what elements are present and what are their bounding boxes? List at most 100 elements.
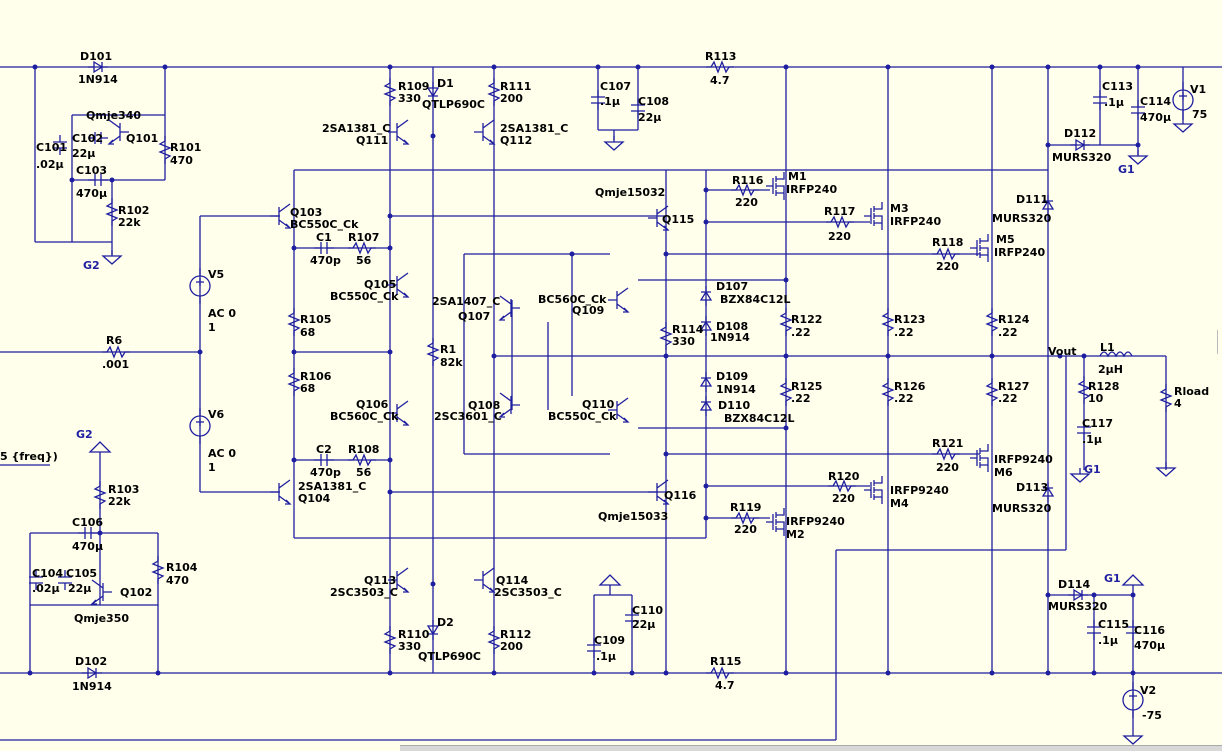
label-r101-value: 470 xyxy=(170,154,193,167)
label-c107: C107 xyxy=(600,80,631,93)
label-m3: M3 xyxy=(890,202,909,215)
label-r117-value: 220 xyxy=(828,230,851,243)
label-r101: R101 xyxy=(170,141,201,154)
label-d112: D112 xyxy=(1064,127,1096,140)
label-r102-value: 22k xyxy=(118,216,141,229)
label-c104: C104 xyxy=(32,567,63,580)
label-r128-value: 10 xyxy=(1088,392,1104,405)
label-c115-value: .1µ xyxy=(1098,634,1118,647)
label-q101-model: Qmje340 xyxy=(86,109,141,122)
label-r112: R112 xyxy=(500,628,531,641)
label-c108: C108 xyxy=(638,95,669,108)
label-q105: Q105 xyxy=(364,278,396,291)
label-d101: D101 xyxy=(80,50,112,63)
label-d109-value: 1N914 xyxy=(716,383,756,396)
label-m2: M2 xyxy=(786,528,805,541)
label-q104: Q104 xyxy=(298,492,331,505)
label-freq: 5 {freq}) xyxy=(0,450,58,463)
label-r114: R114 xyxy=(672,323,704,336)
label-c104-value: .02µ xyxy=(32,582,60,595)
label-c105-value: 22µ xyxy=(68,582,91,595)
label-c1: C1 xyxy=(316,231,332,244)
label-d1-value: QTLP690C xyxy=(422,98,485,111)
label-v2: V2 xyxy=(1140,684,1156,697)
label-r116-value: 220 xyxy=(735,196,758,209)
label-c108-value: 22µ xyxy=(638,111,661,124)
label-r110: R110 xyxy=(398,628,430,641)
label-v5-value: AC 0 xyxy=(208,307,236,320)
label-d101-value: 1N914 xyxy=(78,73,118,86)
label-q108: Q108 xyxy=(468,399,500,412)
label-r112-value: 200 xyxy=(500,640,523,653)
label-r6-value: .001 xyxy=(102,358,129,371)
label-d108: D108 xyxy=(716,320,748,333)
label-q105-model: BC550C_Ck xyxy=(330,290,399,303)
label-c107-value: .1µ xyxy=(600,95,620,108)
label-c114-value: 470µ xyxy=(1140,111,1171,124)
label-rload-value: 4 xyxy=(1174,397,1182,410)
label-v6-ac: 1 xyxy=(208,461,216,474)
label-q101: Q101 xyxy=(126,132,158,145)
label-c101: C101 xyxy=(36,141,67,154)
label-r1-value: 82k xyxy=(440,356,463,369)
label-m6: M6 xyxy=(994,466,1013,479)
label-d114-value: MURS320 xyxy=(1048,600,1108,613)
label-m1: M1 xyxy=(788,170,807,183)
label-r127-value: .22 xyxy=(998,392,1018,405)
label-d113-value: MURS320 xyxy=(992,502,1052,515)
label-r108: R108 xyxy=(348,443,379,456)
label-q113: Q113 xyxy=(364,574,396,587)
label-c103-value: 470µ xyxy=(76,187,107,200)
label-c2-value: 470p xyxy=(310,466,341,479)
label-q112-model: 2SA1381_C xyxy=(500,122,568,135)
window-resize-edge[interactable] xyxy=(1217,330,1222,354)
label-v5-ac: 1 xyxy=(208,321,216,334)
label-c116: C116 xyxy=(1134,624,1165,637)
label-r111: R111 xyxy=(500,80,531,93)
label-r102: R102 xyxy=(118,204,149,217)
label-q115: Q115 xyxy=(662,213,694,226)
label-m6-model: IRFP9240 xyxy=(994,453,1053,466)
label-r118: R118 xyxy=(932,236,963,249)
label-r1: R1 xyxy=(440,343,456,356)
label-d107-value: BZX84C12L xyxy=(720,293,791,306)
label-q108-model: 2SC3601_C xyxy=(434,410,502,423)
label-r108-value: 56 xyxy=(356,466,372,479)
label-r110-value: 330 xyxy=(398,640,421,653)
label-d102-value: 1N914 xyxy=(72,680,112,693)
label-r123-value: .22 xyxy=(894,326,914,339)
label-v1: V1 xyxy=(1190,83,1206,96)
label-v6-value: AC 0 xyxy=(208,447,236,460)
label-d112-value: MURS320 xyxy=(1052,151,1112,164)
label-m5: M5 xyxy=(996,233,1015,246)
label-r6: R6 xyxy=(106,334,122,347)
label-d108-value: 1N914 xyxy=(710,331,750,344)
label-r104-value: 470 xyxy=(166,574,189,587)
label-q103-model: BC550C_Ck xyxy=(290,218,359,231)
label-c116-value: 470µ xyxy=(1134,639,1165,652)
label-r116: R116 xyxy=(732,174,764,187)
label-d2: D2 xyxy=(437,616,454,629)
label-r103: R103 xyxy=(108,483,139,496)
label-l1: L1 xyxy=(1100,341,1115,354)
label-d114: D114 xyxy=(1058,578,1090,591)
label-r107-value: 56 xyxy=(356,254,372,267)
label-c113: C113 xyxy=(1102,80,1133,93)
label-r122: R122 xyxy=(791,313,822,326)
label-r115: R115 xyxy=(710,655,741,668)
label-c2: C2 xyxy=(316,443,332,456)
label-q110-model: BC550C_Ck xyxy=(548,410,617,423)
label-v1-value: 75 xyxy=(1192,108,1207,121)
label-c102-value: 22µ xyxy=(72,147,95,160)
label-rload: Rload xyxy=(1174,385,1209,398)
label-q106-model: BC560C_Ck xyxy=(330,410,399,423)
label-r113: R113 xyxy=(705,50,736,63)
label-q111: Q111 xyxy=(356,134,388,147)
label-r105-value: 68 xyxy=(300,326,315,339)
label-r115-value: 4.7 xyxy=(715,679,735,692)
label-d113: D113 xyxy=(1016,481,1048,494)
label-c101-value: .02µ xyxy=(36,158,64,171)
label-q109-model: BC560C_Ck xyxy=(538,293,607,306)
label-q107-model: 2SA1407_C xyxy=(432,295,500,308)
